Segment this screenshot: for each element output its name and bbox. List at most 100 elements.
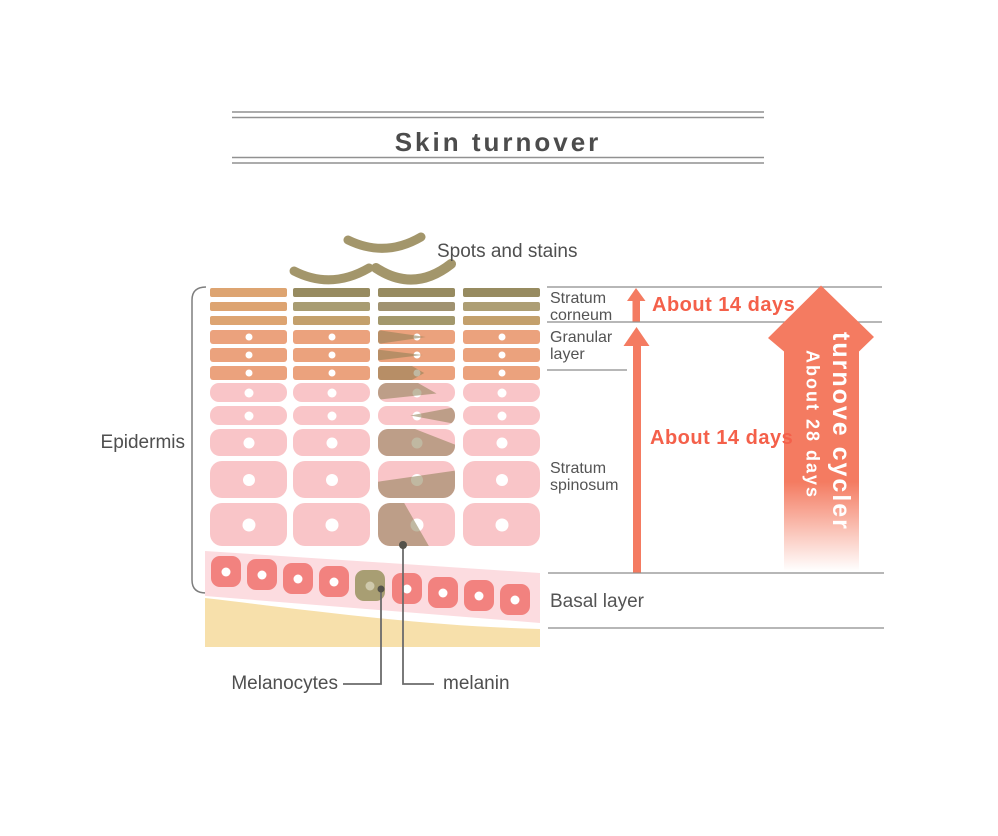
granular-layer-cell <box>463 330 540 344</box>
cell-nucleus-dot <box>495 518 508 531</box>
stratum-corneum-cell <box>378 316 455 325</box>
stratum-spinosum-cell <box>463 383 540 402</box>
stratum-corneum-line2: corneum <box>550 307 613 324</box>
cell-nucleus-dot <box>328 369 335 377</box>
granular-layer-cell <box>378 348 455 362</box>
cell-nucleus-dot <box>243 437 254 448</box>
cell-nucleus-dot <box>257 570 267 579</box>
cell-nucleus-dot <box>245 351 252 359</box>
cell-nucleus-dot <box>245 333 252 341</box>
granular-layer-line1: Granular <box>550 329 613 346</box>
cell-nucleus-dot <box>328 333 335 341</box>
granular-layer-cell <box>210 366 287 380</box>
granular-layer-cell <box>210 330 287 344</box>
cell-nucleus-dot <box>474 591 484 600</box>
spot-arc-3 <box>371 259 456 285</box>
stratum-spinosum-cell <box>210 383 287 402</box>
stratum-corneum-cell <box>293 302 370 311</box>
turnover-cycle-arrow <box>768 285 874 571</box>
cell-nucleus-dot <box>498 369 505 377</box>
stratum-spinosum-cell <box>378 503 455 546</box>
stratum-spinosum-cell <box>463 406 540 425</box>
layer-boundary-lines <box>547 286 884 629</box>
stratum-spinosum-cell <box>210 503 287 546</box>
title-rules <box>232 111 764 164</box>
stratum-spinosum-cell <box>210 429 287 456</box>
stratum-corneum-label: Stratum corneum <box>550 290 612 324</box>
melanin-label: melanin <box>443 673 510 694</box>
stratum-corneum-line1: Stratum <box>550 290 607 307</box>
melanocytes-connector-line <box>343 589 382 685</box>
spots-and-stains-arcs <box>289 232 456 285</box>
cell-nucleus-dot <box>438 588 448 597</box>
cell-nucleus-dot <box>328 351 335 359</box>
cell-nucleus-dot <box>496 437 507 448</box>
stratum-spinosum-cell <box>463 429 540 456</box>
epidermis-label: Epidermis <box>100 432 185 453</box>
stratum-corneum-cell <box>293 316 370 325</box>
cell-nucleus-dot <box>329 577 339 586</box>
cell-nucleus-dot <box>365 581 375 590</box>
stratum-spinosum-cell <box>293 461 370 498</box>
stratum-spinosum-cell <box>210 406 287 425</box>
basal-cell <box>464 580 494 611</box>
basal-cell <box>319 566 349 597</box>
stratum-spinosum-cell <box>463 461 540 498</box>
basal-cell <box>500 584 530 615</box>
cell-nucleus-dot <box>497 411 506 420</box>
cell-nucleus-dot <box>498 333 505 341</box>
cell-nucleus-dot <box>242 518 255 531</box>
cell-nucleus-dot <box>498 351 505 359</box>
stratum-corneum-cell <box>210 316 287 325</box>
arrow-14days-mid <box>623 327 650 573</box>
melanin-dot-marker <box>399 541 407 549</box>
basal-cell <box>428 577 458 608</box>
turnover-cycle-label: turnove cycler <box>827 332 855 531</box>
cell-nucleus-dot <box>510 595 520 604</box>
stratum-spinosum-cell <box>378 383 455 402</box>
cell-nucleus-dot <box>221 567 231 576</box>
melanocytes-label: Melanocytes <box>231 673 338 694</box>
stratum-corneum-cell <box>463 302 540 311</box>
granular-layer-line2: layer <box>550 346 585 363</box>
stratum-spinosum-cell <box>378 429 455 456</box>
arrow-14days-top <box>627 288 646 322</box>
melanocyte-cell <box>355 570 385 601</box>
epidermis-bracket <box>191 286 207 594</box>
stratum-spinosum-cell <box>378 461 455 498</box>
basal-cell <box>211 556 241 587</box>
granular-layer-cell <box>378 366 455 380</box>
about-28-days-label: About 28 days <box>802 350 823 500</box>
cell-nucleus-dot <box>326 437 337 448</box>
spots-and-stains-label: Spots and stains <box>437 241 578 262</box>
melanocyte-dot-marker <box>377 585 385 593</box>
granular-layer-cell <box>210 348 287 362</box>
stratum-corneum-cell <box>463 316 540 325</box>
stratum-corneum-cell <box>463 288 540 297</box>
stratum-spinosum-cell <box>293 429 370 456</box>
granular-layer-cell <box>463 348 540 362</box>
cell-nucleus-dot <box>497 388 506 397</box>
granular-layer-label: Granular layer <box>550 329 612 363</box>
page-title: Skin turnover <box>394 127 602 157</box>
stratum-spinosum-cell <box>210 461 287 498</box>
cell-nucleus-dot <box>402 584 412 593</box>
stratum-corneum-cell <box>210 302 287 311</box>
melanin-spread-overlay <box>378 366 425 380</box>
stratum-spinosum-cell <box>293 406 370 425</box>
granular-layer-cell <box>378 330 455 344</box>
basal-cell <box>283 563 313 594</box>
melanin-spread-overlay <box>378 349 423 361</box>
stratum-corneum-cell <box>293 288 370 297</box>
stratum-spinosum-cell <box>293 383 370 402</box>
cell-nucleus-dot <box>325 473 338 486</box>
spot-arc-1 <box>343 232 426 253</box>
granular-layer-cell <box>463 366 540 380</box>
stratum-corneum-cell <box>210 288 287 297</box>
granular-layer-cell <box>293 330 370 344</box>
cell-nucleus-dot <box>325 518 338 531</box>
stratum-spinosum-cell <box>378 406 455 425</box>
